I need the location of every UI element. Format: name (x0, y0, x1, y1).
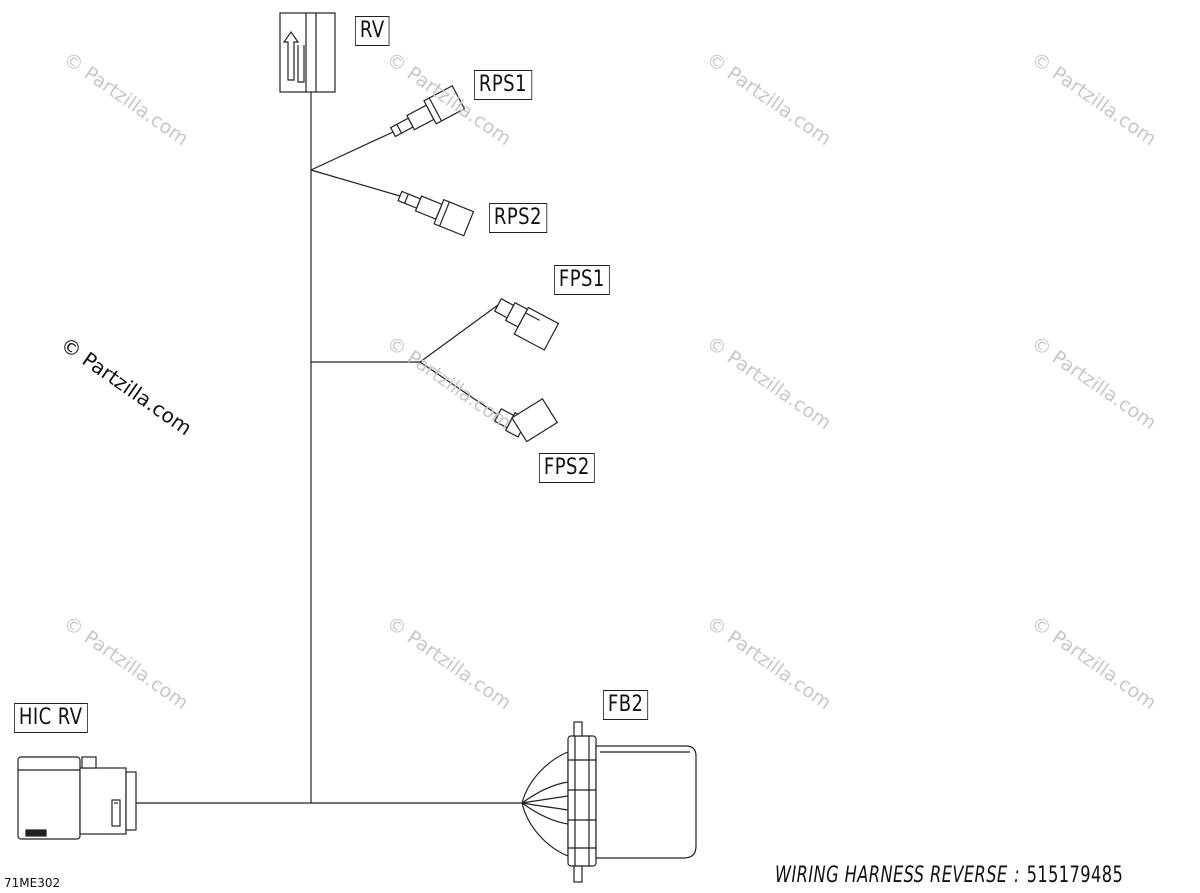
fps1-wire (419, 304, 499, 363)
diagram-title: WIRING HARNESS REVERSE:515179485 (775, 863, 1123, 888)
figure-code: 71ME302 (4, 876, 61, 890)
label-rps2: RPS2 (489, 203, 547, 233)
label-rv: RV (355, 16, 390, 46)
label-fps2: FPS2 (539, 453, 595, 483)
rps2-connector (397, 190, 475, 237)
fps1-sensor (493, 298, 560, 351)
title-separator: : (1014, 863, 1021, 888)
label-fb2: FB2 (603, 690, 649, 720)
hic-rv-connector (17, 756, 137, 840)
label-fps1: FPS1 (554, 265, 610, 295)
part-number: 515179485 (1026, 863, 1124, 888)
rps1-connector (389, 84, 466, 138)
fb2-fuse-box (521, 721, 697, 883)
fps2-sensor (493, 397, 559, 443)
fps2-wire (419, 361, 499, 416)
label-rps1: RPS1 (474, 70, 532, 100)
rps1-wire (310, 131, 394, 171)
title-name: WIRING HARNESS REVERSE (775, 863, 1008, 888)
label-hic-rv: HIC RV (14, 703, 88, 733)
rv-connector (279, 12, 336, 93)
rps2-wire (310, 169, 401, 197)
